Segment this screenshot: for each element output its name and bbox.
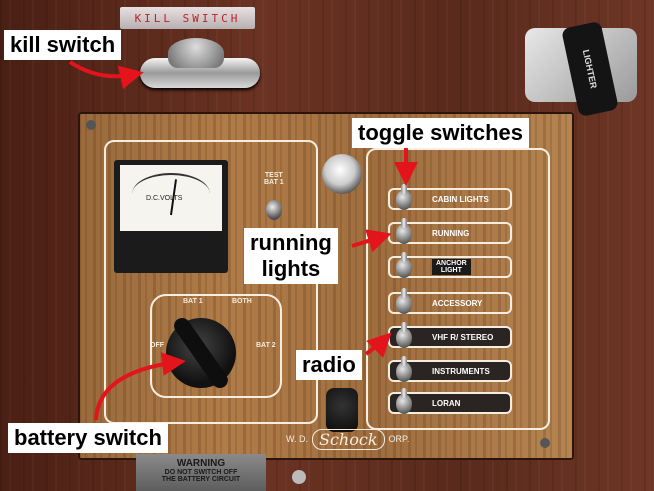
toggle-label-loran: LORAN <box>388 392 512 414</box>
fuse-holder[interactable] <box>326 388 358 432</box>
voltmeter-face: D.C.VOLTS <box>120 165 222 231</box>
toggle-switch-running[interactable] <box>396 218 412 244</box>
indicator-lamp <box>322 154 362 194</box>
callout-radio: radio <box>296 350 362 380</box>
arrow-radio <box>364 332 392 358</box>
toggle-switch-cabin-lights[interactable] <box>396 184 412 210</box>
warning-plate: WARNING DO NOT SWITCH OFF THE BATTERY CI… <box>136 454 266 491</box>
callout-running-lights: running lights <box>244 228 338 284</box>
toggle-switch-anchor-light[interactable] <box>396 252 412 278</box>
callout-toggle-switches: toggle switches <box>352 118 530 148</box>
kill-switch-base <box>168 38 224 68</box>
battery-bat2-label: BAT 2 <box>256 342 276 349</box>
test-bat-switch[interactable] <box>266 200 282 220</box>
toggle-label-accessory: ACCESSORY <box>388 292 512 314</box>
toggle-label-cabin-lights: CABIN LIGHTS <box>388 188 512 210</box>
lower-screw <box>292 470 306 484</box>
toggle-label-instruments: INSTRUMENTS <box>388 360 512 382</box>
panel-screw <box>86 120 96 130</box>
callout-kill-switch: kill switch <box>4 30 122 60</box>
toggle-label-vhf-stereo: VHF R/ STEREO <box>388 326 512 348</box>
anchor-light-tag: ANCHOR LIGHT <box>432 259 471 275</box>
battery-off-label: OFF <box>150 342 164 349</box>
voltmeter-scale-arc <box>132 173 210 215</box>
warning-line2: THE BATTERY CIRCUIT <box>161 476 241 483</box>
maker-name: Schock <box>312 428 385 450</box>
battery-both-label: BOTH <box>232 298 252 305</box>
arrow-kill-switch <box>68 60 144 90</box>
right-section-outline <box>366 148 550 430</box>
voltmeter: D.C.VOLTS <box>114 160 228 273</box>
battery-selector-outline <box>150 294 282 398</box>
toggle-label-anchor-light: ANCHOR LIGHT <box>388 256 512 278</box>
test-bat-label: TEST BAT 1 <box>264 172 284 186</box>
kill-switch-plaque: KILL SWITCH <box>120 7 255 29</box>
toggle-switch-instruments[interactable] <box>396 356 412 382</box>
warning-title: WARNING <box>176 458 226 469</box>
toggle-switch-loran[interactable] <box>396 388 412 414</box>
toggle-switch-accessory[interactable] <box>396 288 412 314</box>
callout-battery-switch: battery switch <box>8 423 168 453</box>
panel-screw <box>540 438 550 448</box>
arrow-battery-switch <box>94 352 186 421</box>
battery-bat1-label: BAT 1 <box>183 298 203 305</box>
toggle-switch-vhf-stereo[interactable] <box>396 322 412 348</box>
maker-prefix: W. D. <box>286 434 308 444</box>
maker-suffix: ORP. <box>388 434 410 444</box>
maker-mark: W. D. Schock ORP. <box>286 428 446 450</box>
warning-line1: DO NOT SWITCH OFF <box>164 469 238 476</box>
arrow-running-lights <box>351 229 392 253</box>
